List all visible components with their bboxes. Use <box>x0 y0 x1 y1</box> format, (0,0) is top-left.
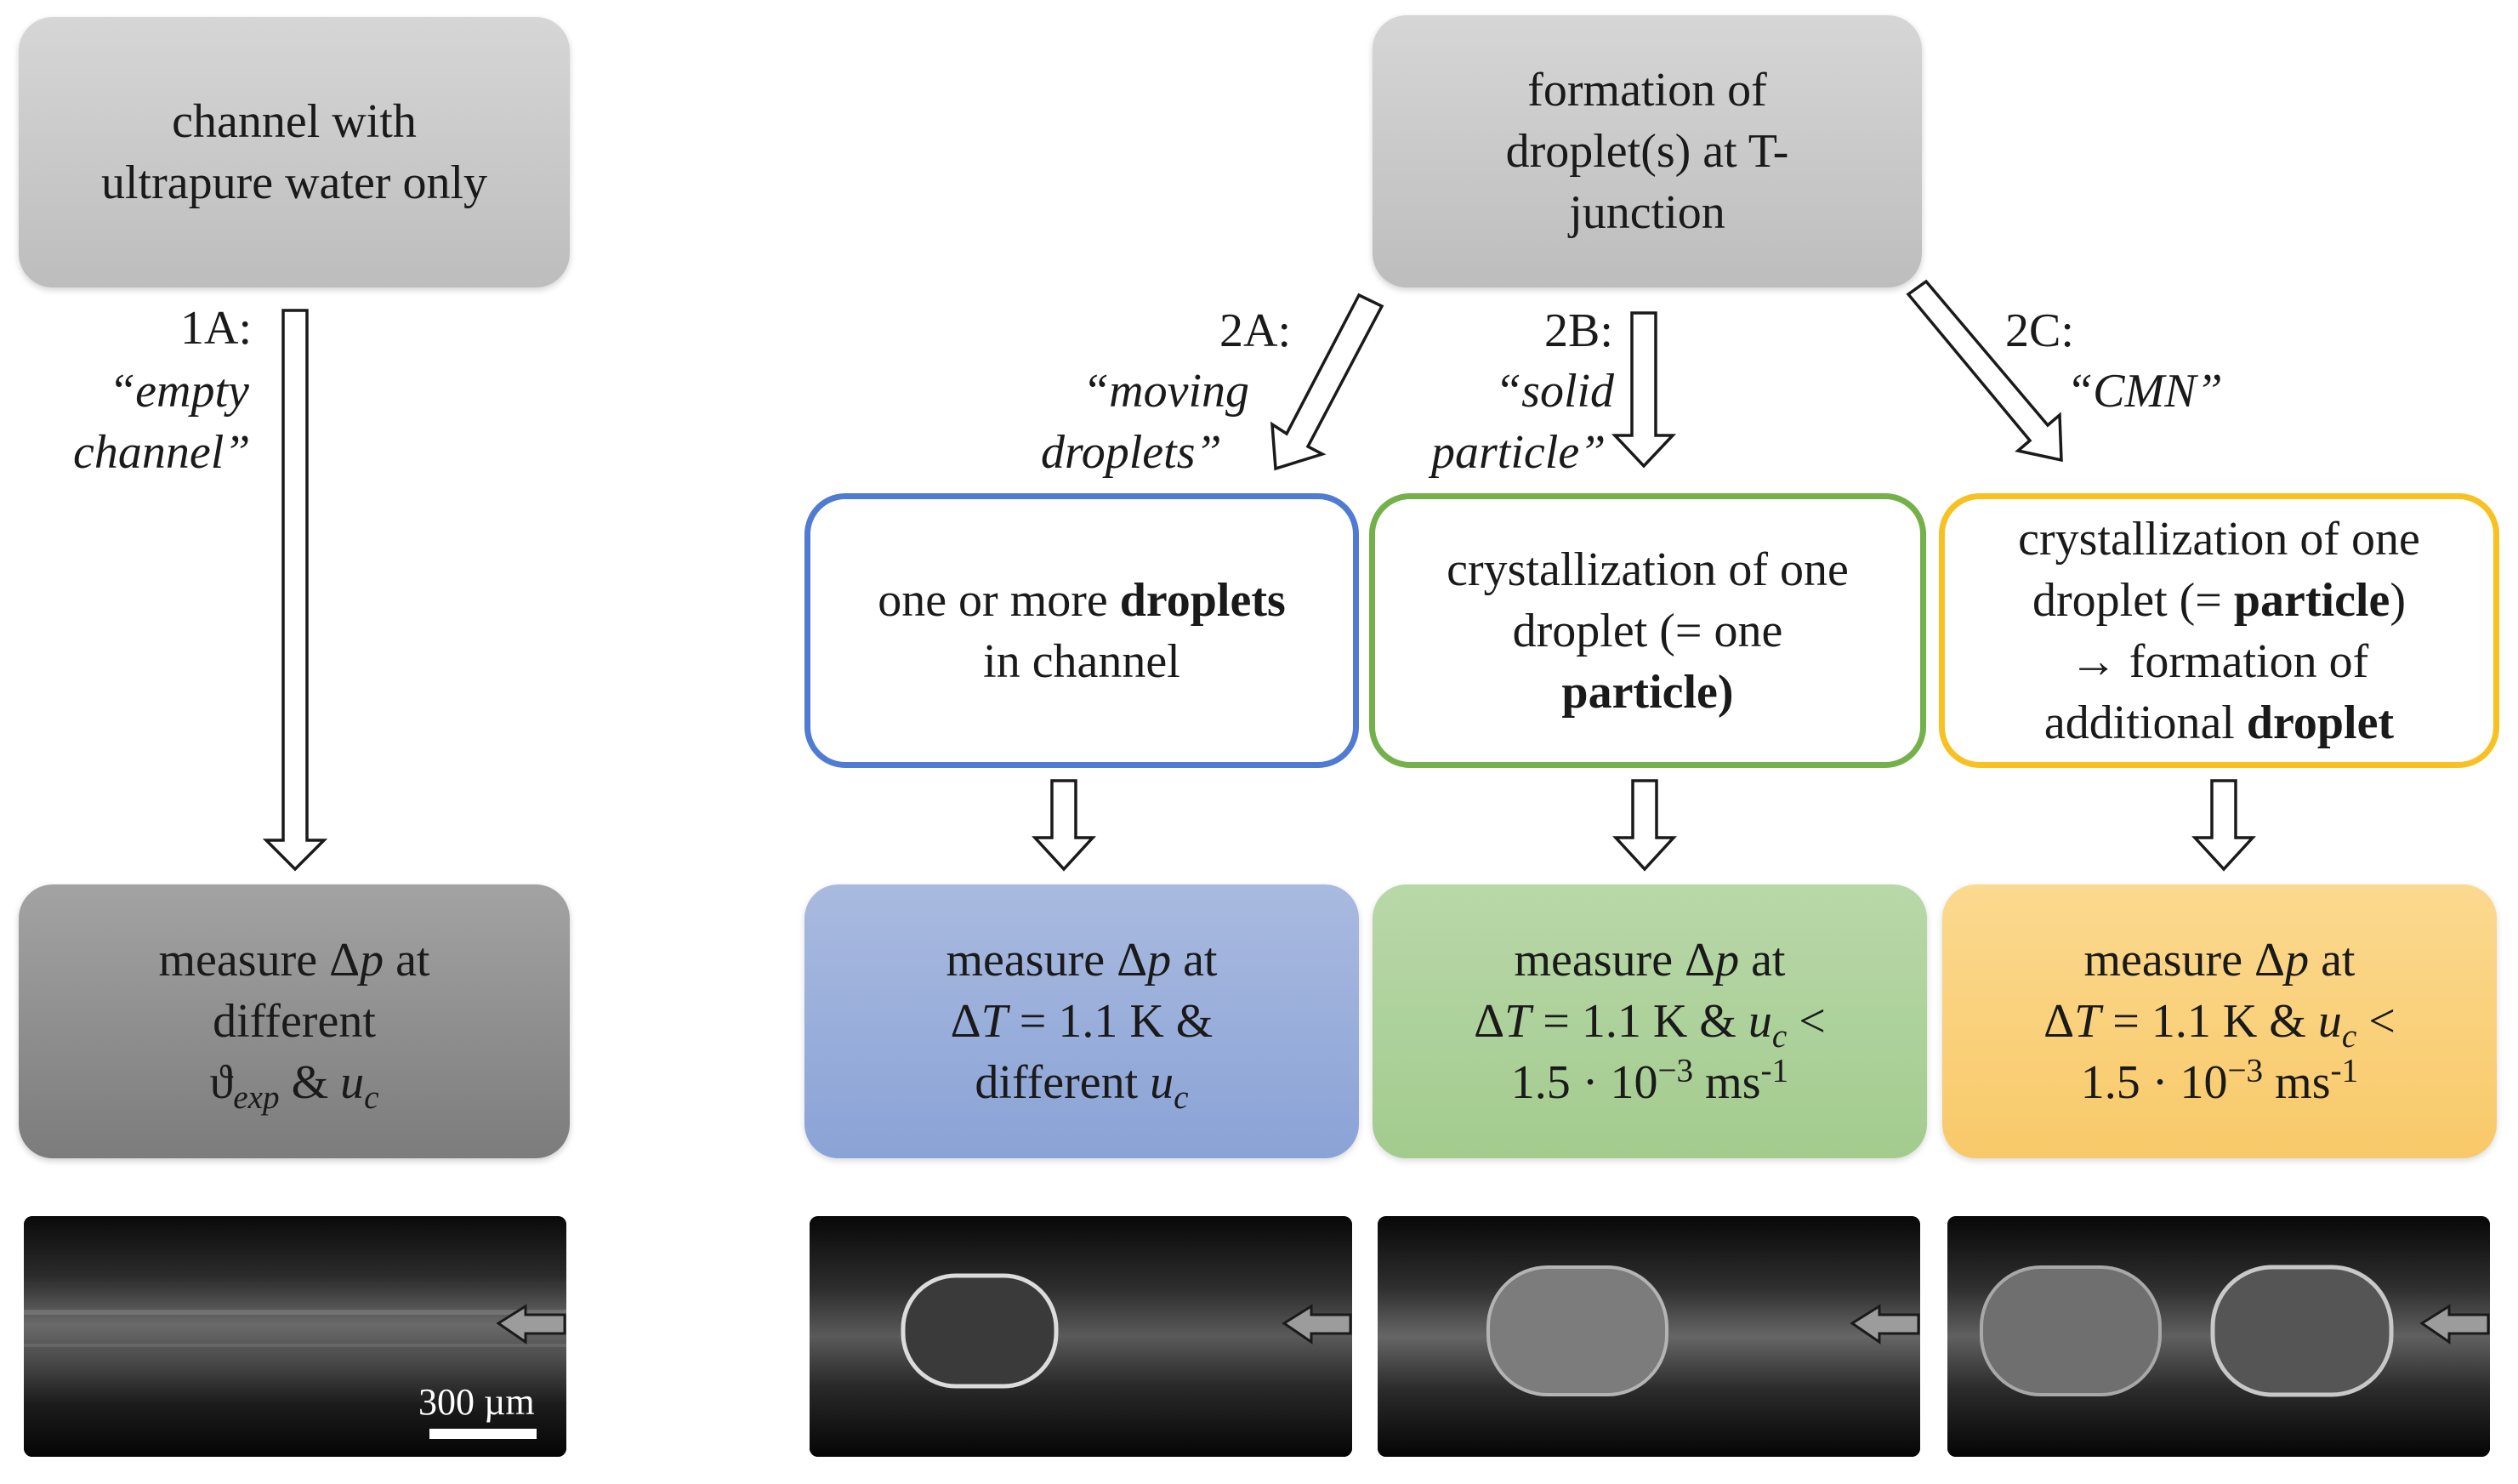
flow-direction-arrow-icon <box>496 1304 566 1345</box>
empty-channel-start-box: channel with ultrapure water only <box>19 17 570 287</box>
label-2c-code: 2C: <box>2005 304 2074 357</box>
particle-crystallization-box: crystallization of one droplet (= one pa… <box>1369 493 1926 768</box>
box-text-line: different <box>213 995 376 1048</box>
box-text-line: 1.5 · 10−3 ms-1 <box>2080 1052 2359 1109</box>
measure-droplets-box: measure Δp at ΔT = 1.1 K & different uc <box>804 884 1359 1158</box>
box-text-line: ΔT = 1.1 K & <box>950 995 1214 1048</box>
micrograph-moving-droplet <box>810 1216 1352 1457</box>
label-1a-quote-line1: “empty <box>109 365 249 418</box>
box-text-line: crystallization of one <box>1447 543 1849 596</box>
arrow-yellow-down <box>2191 779 2256 872</box>
measure-particle-box: measure Δp at ΔT = 1.1 K & uc < 1.5 · 10… <box>1373 884 1927 1158</box>
scale-bar-label: 300 µm <box>418 1381 535 1423</box>
flow-direction-arrow-icon <box>2419 1304 2490 1345</box>
micrograph-empty-channel: 300 µm <box>24 1216 566 1457</box>
box-text-line: measure Δp at <box>946 934 1218 986</box>
box-text-line: measure Δp at <box>2083 934 2356 986</box>
label-2a-code: 2A: <box>1219 304 1291 357</box>
label-2c-quote: “CMN” <box>2066 365 2223 418</box>
droplets-in-channel-box: one or more droplets in channel <box>804 493 1359 768</box>
arrow-2c <box>1906 279 2063 463</box>
box-text-line: droplet (= one <box>1512 604 1783 657</box>
micrograph-cmn <box>1947 1216 2490 1457</box>
box-text-line: particle) <box>1561 665 1734 719</box>
micrograph-solid-particle <box>1378 1216 1920 1457</box>
arrow-2a <box>1270 293 1384 471</box>
scale-bar <box>429 1429 537 1439</box>
box-text-line: channel with <box>172 95 417 148</box>
flow-direction-arrow-icon <box>1282 1304 1352 1345</box>
label-2b-code: 2B: <box>1544 304 1613 357</box>
arrow-green-down <box>1612 779 1677 872</box>
label-1a-code: 1A: <box>180 302 252 355</box>
measure-empty-channel-box: measure Δp at different ϑexp & uc <box>19 884 570 1158</box>
box-text-line: ϑexp & uc <box>209 1056 379 1117</box>
label-2a-quote-line1: “moving <box>1083 365 1249 418</box>
box-text-line: different uc <box>975 1056 1189 1117</box>
box-text-line: ΔT = 1.1 K & uc < <box>1474 995 1826 1055</box>
box-text-line: ultrapure water only <box>100 156 488 209</box>
additional-droplet-box: crystallization of one droplet (= partic… <box>1939 493 2499 768</box>
box-text-line: 1.5 · 10−3 ms-1 <box>1510 1052 1789 1109</box>
box-text-line: droplet (= particle) <box>2032 573 2406 627</box>
box-text-line: droplet(s) at T- <box>1505 125 1789 178</box>
label-2b-quote-line1: “solid <box>1495 365 1615 418</box>
droplet-formation-start-box: formation of droplet(s) at T- junction <box>1373 15 1922 287</box>
box-text-line: additional droplet <box>2043 696 2395 749</box>
box-text-line: measure Δp at <box>1514 934 1786 986</box>
box-text-line: junction <box>1569 186 1725 239</box>
flow-direction-arrow-icon <box>1850 1304 1920 1345</box>
label-2b-quote-line2: particle” <box>1431 426 1606 479</box>
box-text-line: ΔT = 1.1 K & uc < <box>2043 995 2396 1055</box>
label-1a-quote-line2: channel” <box>73 426 251 479</box>
box-text-line: crystallization of one <box>2018 512 2420 566</box>
measure-cmn-box: measure Δp at ΔT = 1.1 K & uc < 1.5 · 10… <box>1942 884 2497 1158</box>
box-text-line: → formation of <box>2069 634 2369 688</box>
box-text-line: one or more droplets <box>878 573 1286 627</box>
arrow-1a <box>262 309 328 872</box>
box-text-line: formation of <box>1527 64 1767 117</box>
arrow-2b <box>1611 311 1677 469</box>
box-text-line: in channel <box>983 634 1180 688</box>
box-text-line: measure Δp at <box>158 934 430 986</box>
label-2a-quote-line2: droplets” <box>1041 426 1222 479</box>
arrow-blue-down <box>1032 779 1096 872</box>
